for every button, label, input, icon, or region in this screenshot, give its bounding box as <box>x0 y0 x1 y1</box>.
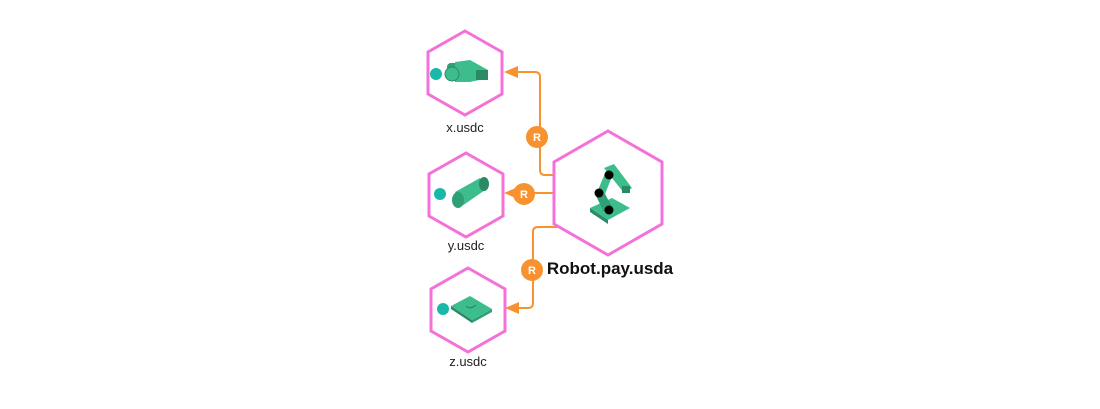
node-x-usdc[interactable]: x.usdc <box>426 29 504 135</box>
root-label: Robot.pay.usda <box>547 259 674 278</box>
node-label: y.usdc <box>448 238 485 253</box>
relation-badge-x: R <box>526 126 548 148</box>
node-label: x.usdc <box>446 120 484 135</box>
node-label: z.usdc <box>449 354 487 369</box>
joint-dot <box>604 205 614 215</box>
svg-text:R: R <box>528 265 536 277</box>
joint-dot <box>594 188 604 198</box>
port-dot <box>437 303 449 315</box>
node-robot-pay-usda[interactable]: Robot.pay.usda <box>547 129 674 278</box>
relation-badge-z: R <box>521 259 543 281</box>
connector-x <box>504 66 609 176</box>
robot-base-plate-icon <box>451 296 492 323</box>
robot-arm-icon <box>590 164 632 224</box>
svg-text:R: R <box>533 132 541 144</box>
node-z-usdc[interactable]: z.usdc <box>429 266 507 369</box>
port-dot <box>434 188 446 200</box>
joint-dot <box>604 170 614 180</box>
robot-upper-arm-icon <box>444 60 488 82</box>
svg-text:R: R <box>520 189 528 201</box>
robot-joint-cylinder-icon <box>452 177 489 208</box>
node-y-usdc[interactable]: y.usdc <box>427 151 505 253</box>
port-dot <box>430 68 442 80</box>
relation-badge-y: R <box>513 183 535 205</box>
